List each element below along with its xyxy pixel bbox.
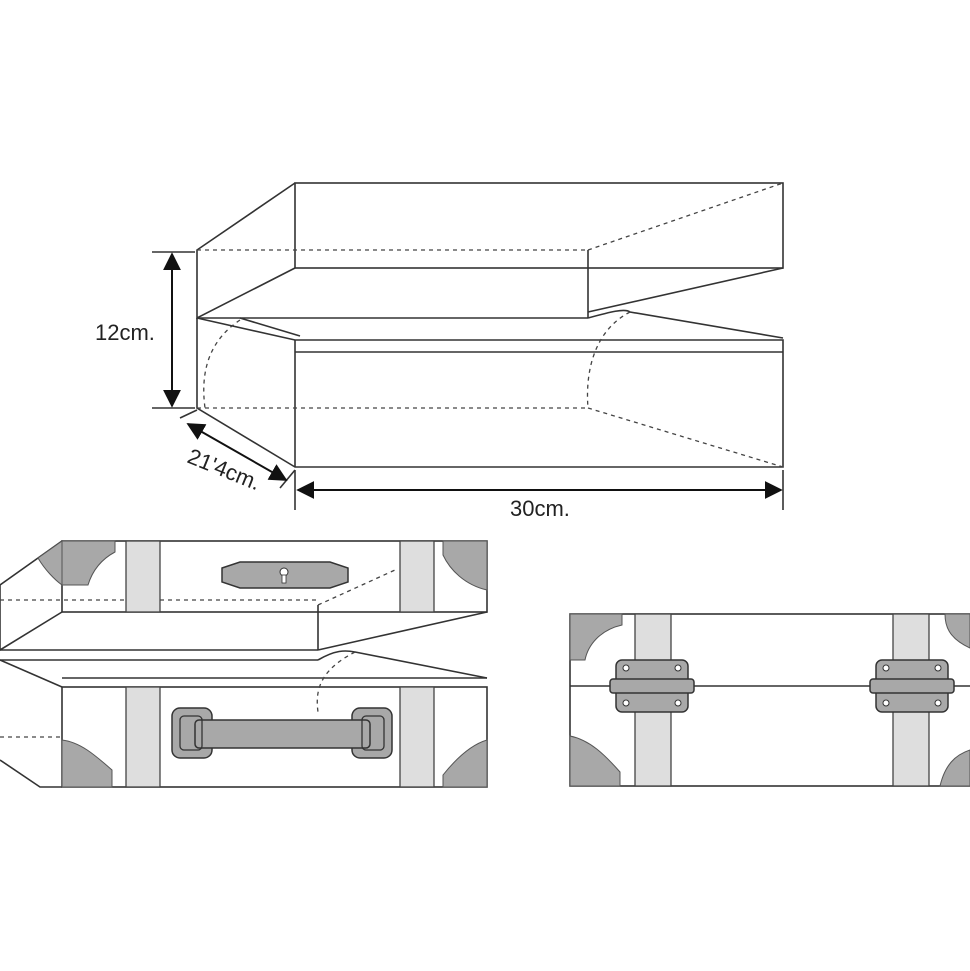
latch [869,659,955,713]
corner-protector [442,540,488,591]
handle [171,707,393,759]
lid [196,182,784,320]
height-dimension: 12cm. [95,251,195,409]
corner-protector [569,613,623,661]
width-dimension: 30cm. [294,470,784,521]
depth-dimension: 21'4cm. [179,409,296,495]
corner-protector [569,735,621,787]
keyhole-icon [279,567,289,584]
width-label: 30cm. [510,496,570,521]
corner-protector [939,749,970,787]
corner-protector [61,739,113,788]
corner-protector [442,739,488,788]
base [196,309,784,468]
closed-suitcase-drawing [569,613,970,787]
depth-label: 21'4cm. [184,443,264,495]
height-label: 12cm. [95,320,155,345]
corner-protector [61,540,116,586]
latch [609,659,695,713]
open-box-drawing: 12cm. 21'4cm. 30cm. [95,182,784,521]
open-suitcase-drawing [0,540,488,788]
